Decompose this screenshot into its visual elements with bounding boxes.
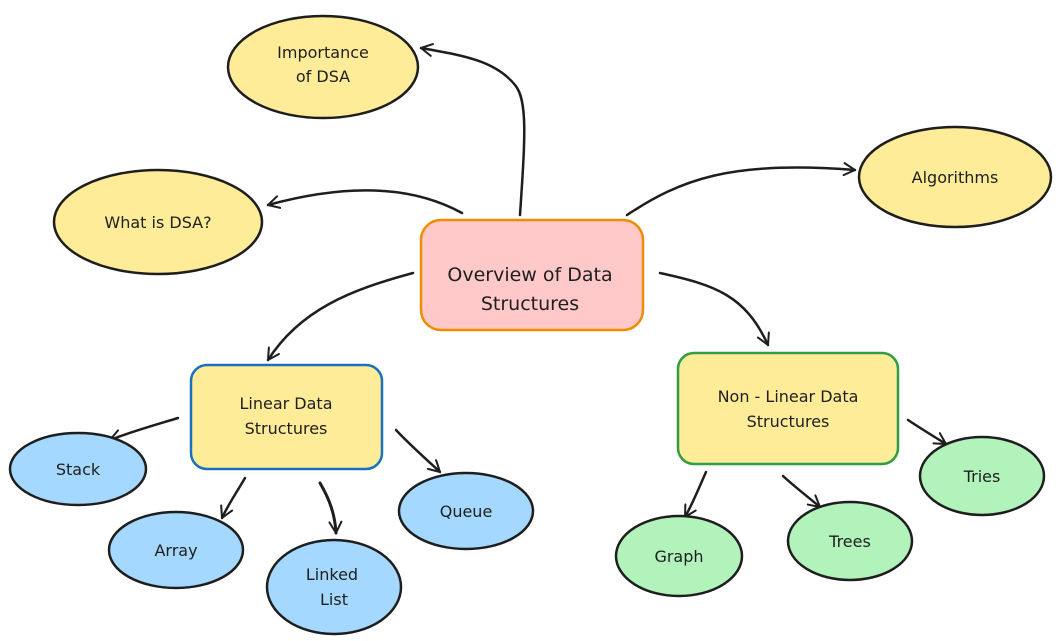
algorithms-node: Algorithms xyxy=(857,125,1053,229)
linear-node: Linear Data Structures xyxy=(189,363,384,471)
arrow-to-trees xyxy=(781,474,822,509)
arrow-to-linear xyxy=(266,271,415,362)
algorithms-ellipse xyxy=(857,125,1053,229)
arrow-to-what-is-dsa xyxy=(266,189,464,215)
arrow-to-tries xyxy=(906,418,948,446)
stack-ellipse xyxy=(8,431,148,507)
queue-label: Queue xyxy=(440,502,493,521)
importance-label-line2: of DSA xyxy=(296,67,350,86)
array-label: Array xyxy=(154,541,197,560)
algorithms-label: Algorithms xyxy=(912,168,999,187)
nonlinear-node: Non - Linear Data Structures xyxy=(676,351,900,466)
trees-label: Trees xyxy=(828,532,871,551)
trees-node: Trees xyxy=(786,500,914,582)
arrow-to-graph xyxy=(683,470,708,519)
queue-ellipse xyxy=(397,471,535,551)
linked-list-label-line2: List xyxy=(320,590,348,609)
linked-list-label-line1: Linked xyxy=(306,565,358,584)
tries-label: Tries xyxy=(963,467,1001,486)
array-node: Array xyxy=(107,510,245,590)
array-ellipse xyxy=(107,510,245,590)
nonlinear-label-line1: Non - Linear Data xyxy=(718,387,859,406)
center-node: Overview of Data Structures xyxy=(419,218,645,332)
trees-ellipse xyxy=(786,500,914,582)
center-box xyxy=(419,218,645,332)
center-label-line1: Overview of Data xyxy=(447,264,612,286)
graph-ellipse xyxy=(614,514,744,598)
stack-node: Stack xyxy=(8,431,148,507)
queue-node: Queue xyxy=(397,471,535,551)
linear-box xyxy=(189,363,384,471)
graph-node: Graph xyxy=(614,514,744,598)
arrow-to-queue xyxy=(394,428,442,474)
importance-ellipse xyxy=(226,14,420,120)
linked-list-ellipse xyxy=(265,538,403,636)
importance-label-line1: Importance xyxy=(277,43,369,62)
linear-label-line2: Structures xyxy=(245,419,328,438)
what-is-dsa-label: What is DSA? xyxy=(104,213,211,232)
nonlinear-box xyxy=(676,351,900,466)
what-is-dsa-ellipse xyxy=(52,168,264,276)
center-label-line2: Structures xyxy=(481,293,579,315)
arrow-to-linked-list xyxy=(318,481,343,535)
tries-node: Tries xyxy=(918,435,1046,517)
linear-label-line1: Linear Data xyxy=(239,394,332,413)
arrow-to-algorithms xyxy=(625,162,857,217)
arrow-to-array xyxy=(220,476,247,520)
tries-ellipse xyxy=(918,435,1046,517)
arrow-to-importance xyxy=(419,43,526,217)
linked-list-node: Linked List xyxy=(265,538,403,636)
graph-label: Graph xyxy=(654,547,703,566)
what-is-dsa-node: What is DSA? xyxy=(52,168,264,276)
importance-node: Importance of DSA xyxy=(226,14,420,120)
arrow-to-stack xyxy=(108,416,180,443)
nonlinear-label-line2: Structures xyxy=(747,412,830,431)
arrow-to-nonlinear xyxy=(658,271,770,347)
stack-label: Stack xyxy=(56,460,101,479)
